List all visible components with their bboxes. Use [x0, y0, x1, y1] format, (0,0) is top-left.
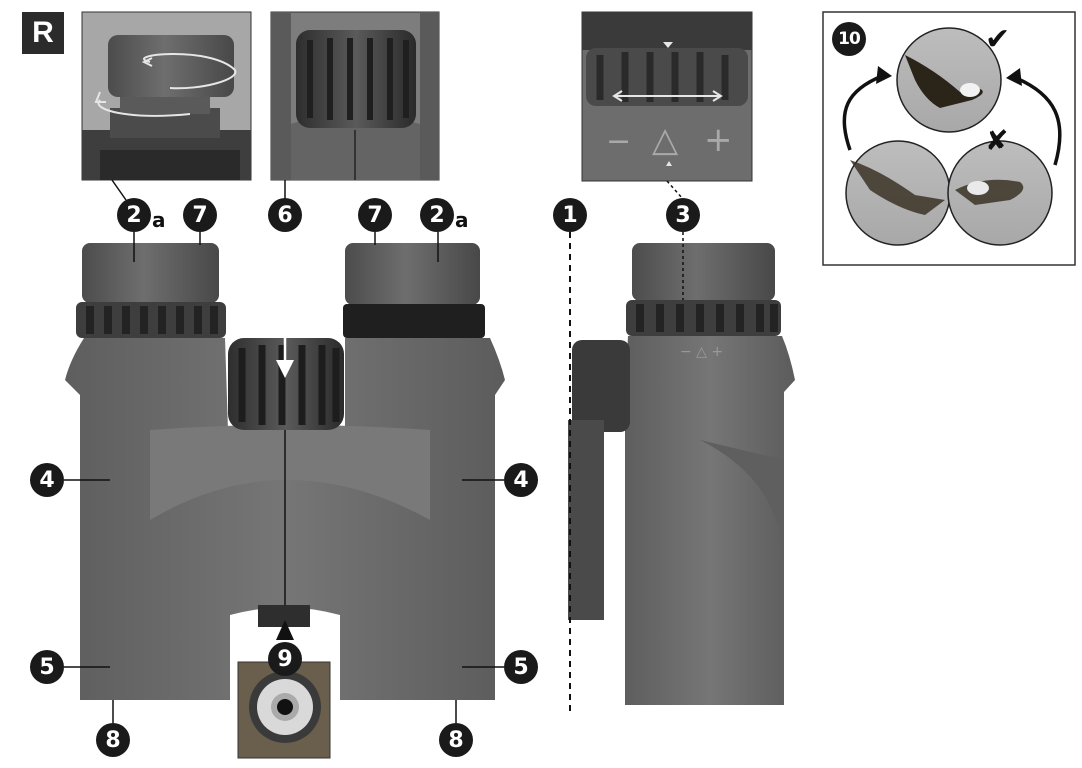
callout-10: 10	[832, 22, 866, 56]
callout-7-right: 7	[358, 198, 392, 232]
figure-badge: R	[22, 12, 64, 54]
binoculars-front-view	[65, 243, 505, 759]
callout-4-right: 4	[504, 463, 538, 497]
callout-7-left: 7	[183, 198, 217, 232]
callout-6: 6	[268, 198, 302, 232]
callout-8-left: 8	[96, 723, 130, 757]
diopter-center-mark: △	[652, 120, 679, 160]
inset-diopter	[581, 11, 753, 182]
callout-2a-right-suffix: a	[455, 208, 469, 232]
leader-lines	[64, 179, 684, 723]
cross-icon: ✘	[985, 124, 1009, 157]
svg-text:− △ +: − △ +	[680, 344, 723, 360]
diopter-plus: +	[704, 120, 733, 160]
callout-1: 1	[553, 198, 587, 232]
callout-2a-left-suffix: a	[152, 208, 166, 232]
callout-8-right: 8	[439, 723, 473, 757]
check-icon: ✔	[985, 22, 1011, 57]
inset-focus-view	[822, 11, 1076, 266]
inset-focus-knob	[270, 11, 440, 181]
diopter-minus: −	[606, 124, 632, 159]
callout-3: 3	[666, 198, 700, 232]
callout-5-right: 5	[504, 650, 538, 684]
callout-9: 9	[268, 642, 302, 676]
callout-4-left: 4	[30, 463, 64, 497]
inset-eyecup	[81, 11, 252, 181]
callout-5-left: 5	[30, 650, 64, 684]
arrow-tripod-indicator	[276, 620, 294, 640]
callout-2a-right: 2	[420, 198, 454, 232]
arrow-focus-indicator	[276, 232, 294, 378]
callout-2a-left: 2	[117, 198, 151, 232]
binoculars-side-view: − △ +	[568, 243, 795, 705]
